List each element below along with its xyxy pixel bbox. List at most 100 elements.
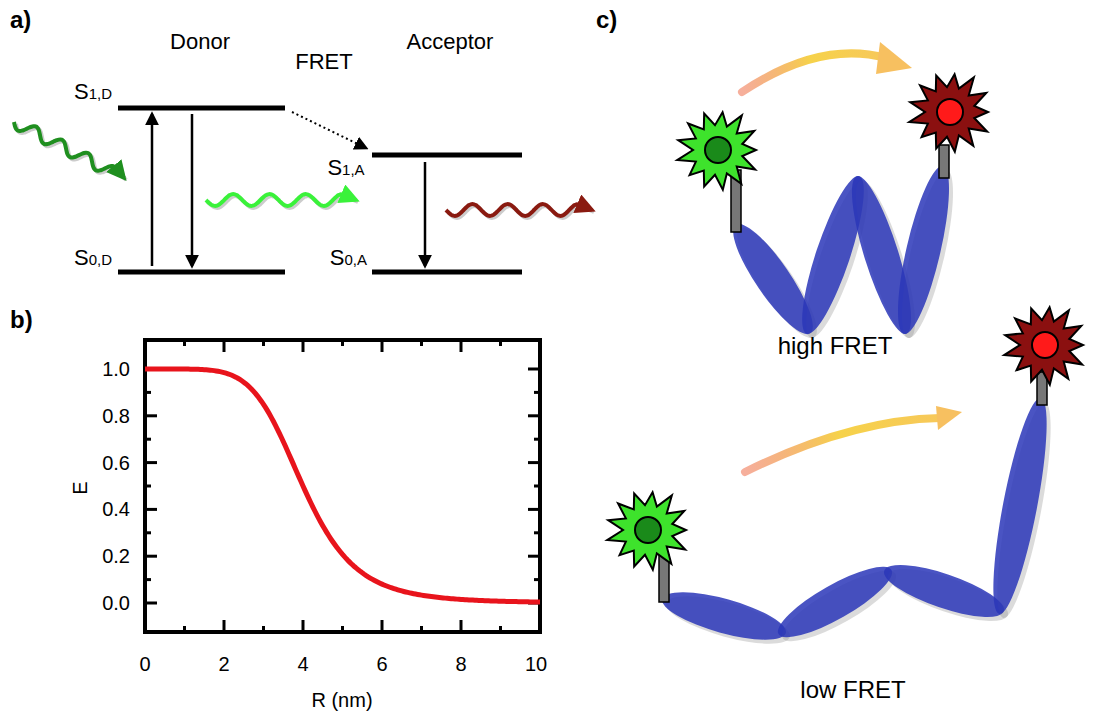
axis-tick bbox=[460, 620, 463, 632]
energy-level bbox=[118, 270, 285, 275]
tick-label: 10 bbox=[525, 653, 547, 675]
axis-tick bbox=[223, 620, 226, 632]
efficiency-curve bbox=[145, 369, 540, 602]
linker bbox=[939, 145, 949, 178]
tick-label: 4 bbox=[297, 653, 308, 675]
axis-tick bbox=[499, 626, 502, 632]
axis-tick bbox=[223, 340, 226, 352]
axis-tick bbox=[528, 368, 540, 371]
tick-label: 6 bbox=[376, 653, 387, 675]
transfer-arrow bbox=[742, 53, 886, 92]
donor-dye-core bbox=[635, 517, 661, 543]
transition-arrow bbox=[151, 114, 154, 266]
axis-tick bbox=[144, 620, 147, 632]
axis-tick bbox=[420, 340, 423, 346]
axis-tick bbox=[145, 555, 157, 558]
axis-tick bbox=[341, 626, 344, 632]
axis-tick bbox=[534, 391, 540, 394]
acceptor-dye bbox=[909, 74, 988, 151]
energy-diagram bbox=[14, 108, 594, 272]
column-heading: Donor bbox=[170, 30, 230, 54]
axis-tick bbox=[528, 555, 540, 558]
acceptor-dye-core bbox=[1032, 332, 1058, 358]
tick-label: 0.2 bbox=[102, 545, 130, 567]
excitation-photon bbox=[14, 122, 124, 178]
transfer-arrowhead bbox=[936, 406, 962, 430]
protein-domain bbox=[879, 555, 1009, 628]
column-heading: Acceptor bbox=[407, 30, 494, 54]
axis-tick bbox=[528, 508, 540, 511]
panel-letter: c) bbox=[596, 7, 617, 33]
tick-label: 0.6 bbox=[102, 452, 130, 474]
axis-tick bbox=[145, 391, 151, 394]
state-caption: low FRET bbox=[800, 677, 905, 703]
acceptor-dye bbox=[1004, 307, 1083, 384]
tick-label: 0.0 bbox=[102, 592, 130, 614]
tick-label: 8 bbox=[455, 653, 466, 675]
axis-tick bbox=[262, 340, 265, 346]
axis-title: E bbox=[69, 481, 91, 494]
axis-tick bbox=[381, 340, 384, 352]
plot-frame bbox=[145, 340, 540, 632]
efficiency-plot bbox=[145, 340, 540, 632]
axis-tick bbox=[183, 340, 186, 346]
axis-tick bbox=[528, 461, 540, 464]
axis-tick bbox=[341, 340, 344, 346]
axis-tick bbox=[302, 340, 305, 352]
axis-tick bbox=[145, 578, 151, 581]
transition-arrow bbox=[191, 114, 194, 266]
tick-label: 0.8 bbox=[102, 405, 130, 427]
axis-tick bbox=[262, 626, 265, 632]
state-label: S0,D bbox=[74, 246, 112, 270]
axis-tick bbox=[534, 438, 540, 441]
axis-tick bbox=[145, 461, 157, 464]
donor-dye bbox=[607, 492, 686, 569]
energy-level bbox=[372, 153, 522, 158]
axis-tick bbox=[534, 531, 540, 534]
tick-label: 0.4 bbox=[102, 498, 130, 520]
axis-tick bbox=[420, 626, 423, 632]
axis-tick bbox=[528, 414, 540, 417]
energy-level bbox=[372, 270, 522, 275]
axis-tick bbox=[534, 578, 540, 581]
state-label: S1,A bbox=[327, 156, 364, 180]
protein-domain bbox=[888, 162, 960, 337]
state-label: S0,A bbox=[330, 246, 367, 270]
donor-dye bbox=[677, 112, 756, 189]
transfer-arrow bbox=[745, 418, 940, 472]
axis-tick bbox=[534, 485, 540, 488]
axis-tick bbox=[302, 620, 305, 632]
state-label: S1,D bbox=[74, 80, 112, 104]
axis-tick bbox=[145, 508, 157, 511]
axis-tick bbox=[539, 340, 542, 352]
protein-domain bbox=[770, 555, 900, 649]
panel-letter: a) bbox=[10, 7, 31, 33]
axis-tick bbox=[145, 438, 151, 441]
protein-domain bbox=[658, 583, 791, 650]
axis-tick bbox=[460, 340, 463, 352]
fret-arrow bbox=[292, 112, 366, 148]
axis-tick bbox=[145, 485, 151, 488]
transfer-arrowhead bbox=[876, 42, 912, 74]
axis-tick bbox=[145, 531, 151, 534]
axis-tick bbox=[499, 340, 502, 346]
donor-emission bbox=[206, 194, 356, 206]
axis-title: R (nm) bbox=[311, 689, 372, 711]
protein-cartoons bbox=[607, 42, 1083, 653]
acceptor-dye-core bbox=[937, 99, 963, 125]
tick-label: 1.0 bbox=[102, 358, 130, 380]
acceptor-emission bbox=[446, 204, 592, 216]
transition-arrow bbox=[424, 162, 427, 266]
axis-tick bbox=[183, 626, 186, 632]
protein-domain bbox=[983, 395, 1058, 617]
photon-shadow bbox=[16, 124, 126, 180]
axis-tick bbox=[145, 602, 157, 605]
donor-dye-core bbox=[705, 137, 731, 163]
tick-label: 2 bbox=[218, 653, 229, 675]
axis-tick bbox=[381, 620, 384, 632]
state-caption: high FRET bbox=[778, 333, 893, 359]
axis-tick bbox=[145, 414, 157, 417]
axis-tick bbox=[144, 340, 147, 352]
